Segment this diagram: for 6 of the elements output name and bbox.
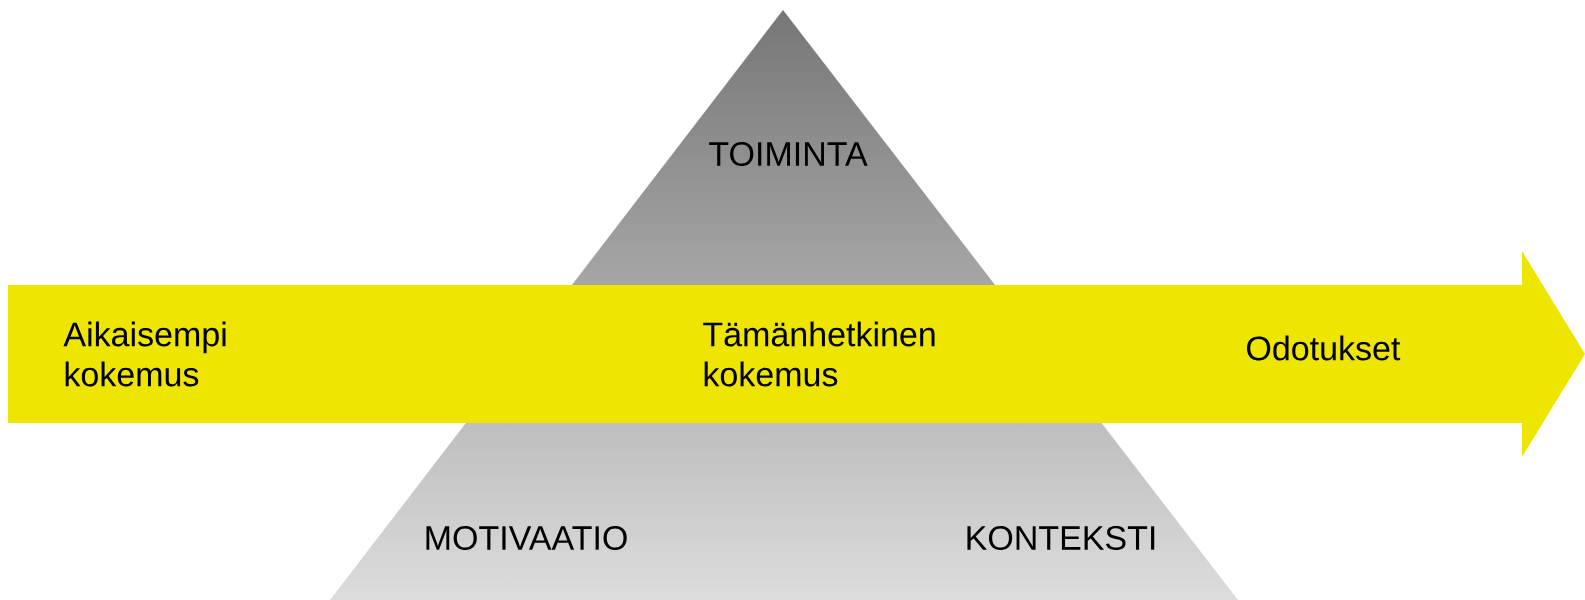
label-text: Tämänhetkinen kokemus <box>703 321 935 387</box>
label-text: TOIMINTA <box>709 141 868 167</box>
label-text: Aikaisempi kokemus <box>63 321 226 387</box>
label-text: Odotukset <box>1247 335 1401 361</box>
label-text: KONTEKSTI <box>967 525 1155 551</box>
label-text: MOTIVAATIO <box>426 525 627 551</box>
